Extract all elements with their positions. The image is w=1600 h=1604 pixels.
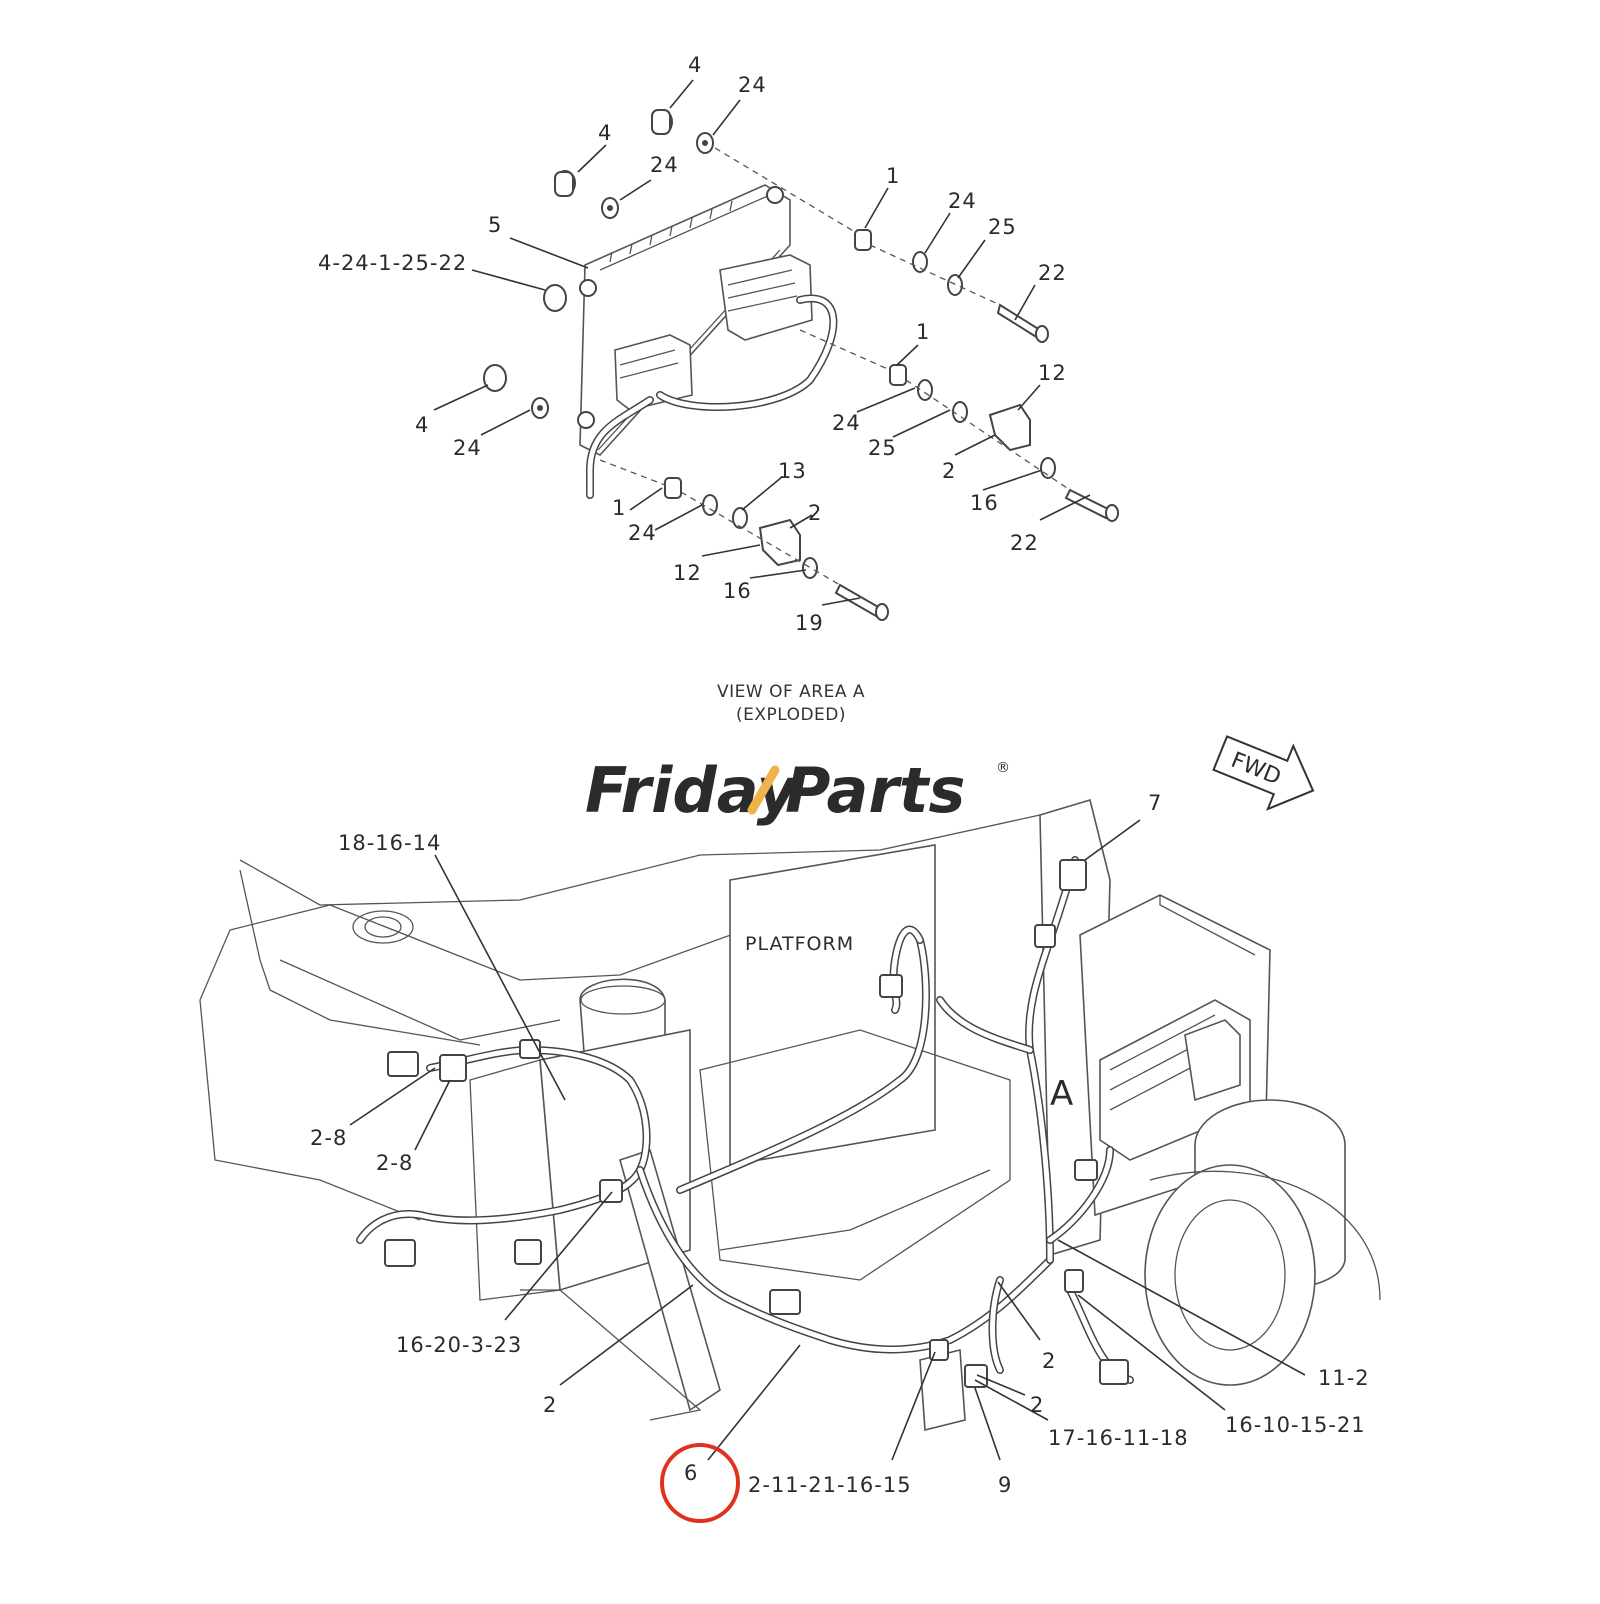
callout: 2-8 <box>376 1151 413 1175</box>
callout: 4-24-1-25-22 <box>318 251 467 275</box>
exploded-hardware <box>483 109 1119 621</box>
assembly-callouts: 7 18-16-14 2-8 2-8 16-20-3-23 2 6 2-11-2… <box>310 791 1370 1497</box>
callout: 22 <box>1038 261 1067 285</box>
callout: 24 <box>948 189 977 213</box>
callout: 19 <box>795 611 824 635</box>
callout: 5 <box>488 213 502 237</box>
callout: 24 <box>738 73 767 97</box>
callout: 12 <box>1038 361 1067 385</box>
highlight-circle <box>660 1443 740 1523</box>
platform-label: PLATFORM <box>745 933 854 955</box>
callout: 18-16-14 <box>338 831 441 855</box>
callout: 25 <box>868 436 897 460</box>
watermark-reg: ® <box>996 760 1010 776</box>
callout: 17-16-11-18 <box>1048 1426 1189 1450</box>
callout: 2 <box>942 459 956 483</box>
callout: 2 <box>808 501 822 525</box>
callout: 16-10-15-21 <box>1225 1413 1366 1437</box>
callout: 13 <box>778 459 807 483</box>
callout: 1 <box>612 496 626 520</box>
callout: 25 <box>988 215 1017 239</box>
callout: 16 <box>970 491 999 515</box>
callout: 7 <box>1148 791 1162 815</box>
callout: 2-11-21-16-15 <box>748 1473 912 1497</box>
callout: 24 <box>832 411 861 435</box>
callout: 4 <box>598 121 612 145</box>
callout: 4 <box>415 413 429 437</box>
callout: 9 <box>998 1473 1012 1497</box>
callout: 24 <box>628 521 657 545</box>
exploded-caption-line2: (EXPLODED) <box>736 705 846 725</box>
callout-highlighted: 6 <box>684 1461 698 1485</box>
watermark-part2: Parts <box>785 754 965 827</box>
callout: 2 <box>1030 1393 1044 1417</box>
callout: 24 <box>453 436 482 460</box>
callout: 16 <box>723 579 752 603</box>
callout: 1 <box>886 164 900 188</box>
callout: 12 <box>673 561 702 585</box>
callout: 22 <box>1010 531 1039 555</box>
ecm-module <box>577 184 838 499</box>
callout: 2-8 <box>310 1126 347 1150</box>
exploded-view: 4 24 4 24 1 24 25 22 5 4-24-1-25-22 1 12… <box>318 53 1119 725</box>
callout: 24 <box>650 153 679 177</box>
callout: 2 <box>1042 1349 1056 1373</box>
exploded-leaders <box>433 79 1091 606</box>
callout: 2 <box>543 1393 557 1417</box>
callout: 11-2 <box>1318 1366 1370 1390</box>
exploded-callouts: 4 24 4 24 1 24 25 22 5 4-24-1-25-22 1 12… <box>318 53 1067 635</box>
exploded-caption-line1: VIEW OF AREA A <box>717 682 865 702</box>
callout: 16-20-3-23 <box>396 1333 522 1357</box>
area-a-label: A <box>1050 1074 1073 1114</box>
fwd-arrow: FWD <box>1212 735 1315 811</box>
watermark-logo: Friday Parts ® <box>585 754 1010 827</box>
callout: 4 <box>688 53 702 77</box>
callout: 1 <box>916 320 930 344</box>
assembly-leaders <box>349 819 1306 1461</box>
machine-assembly: PLATFORM A <box>199 798 1381 1432</box>
